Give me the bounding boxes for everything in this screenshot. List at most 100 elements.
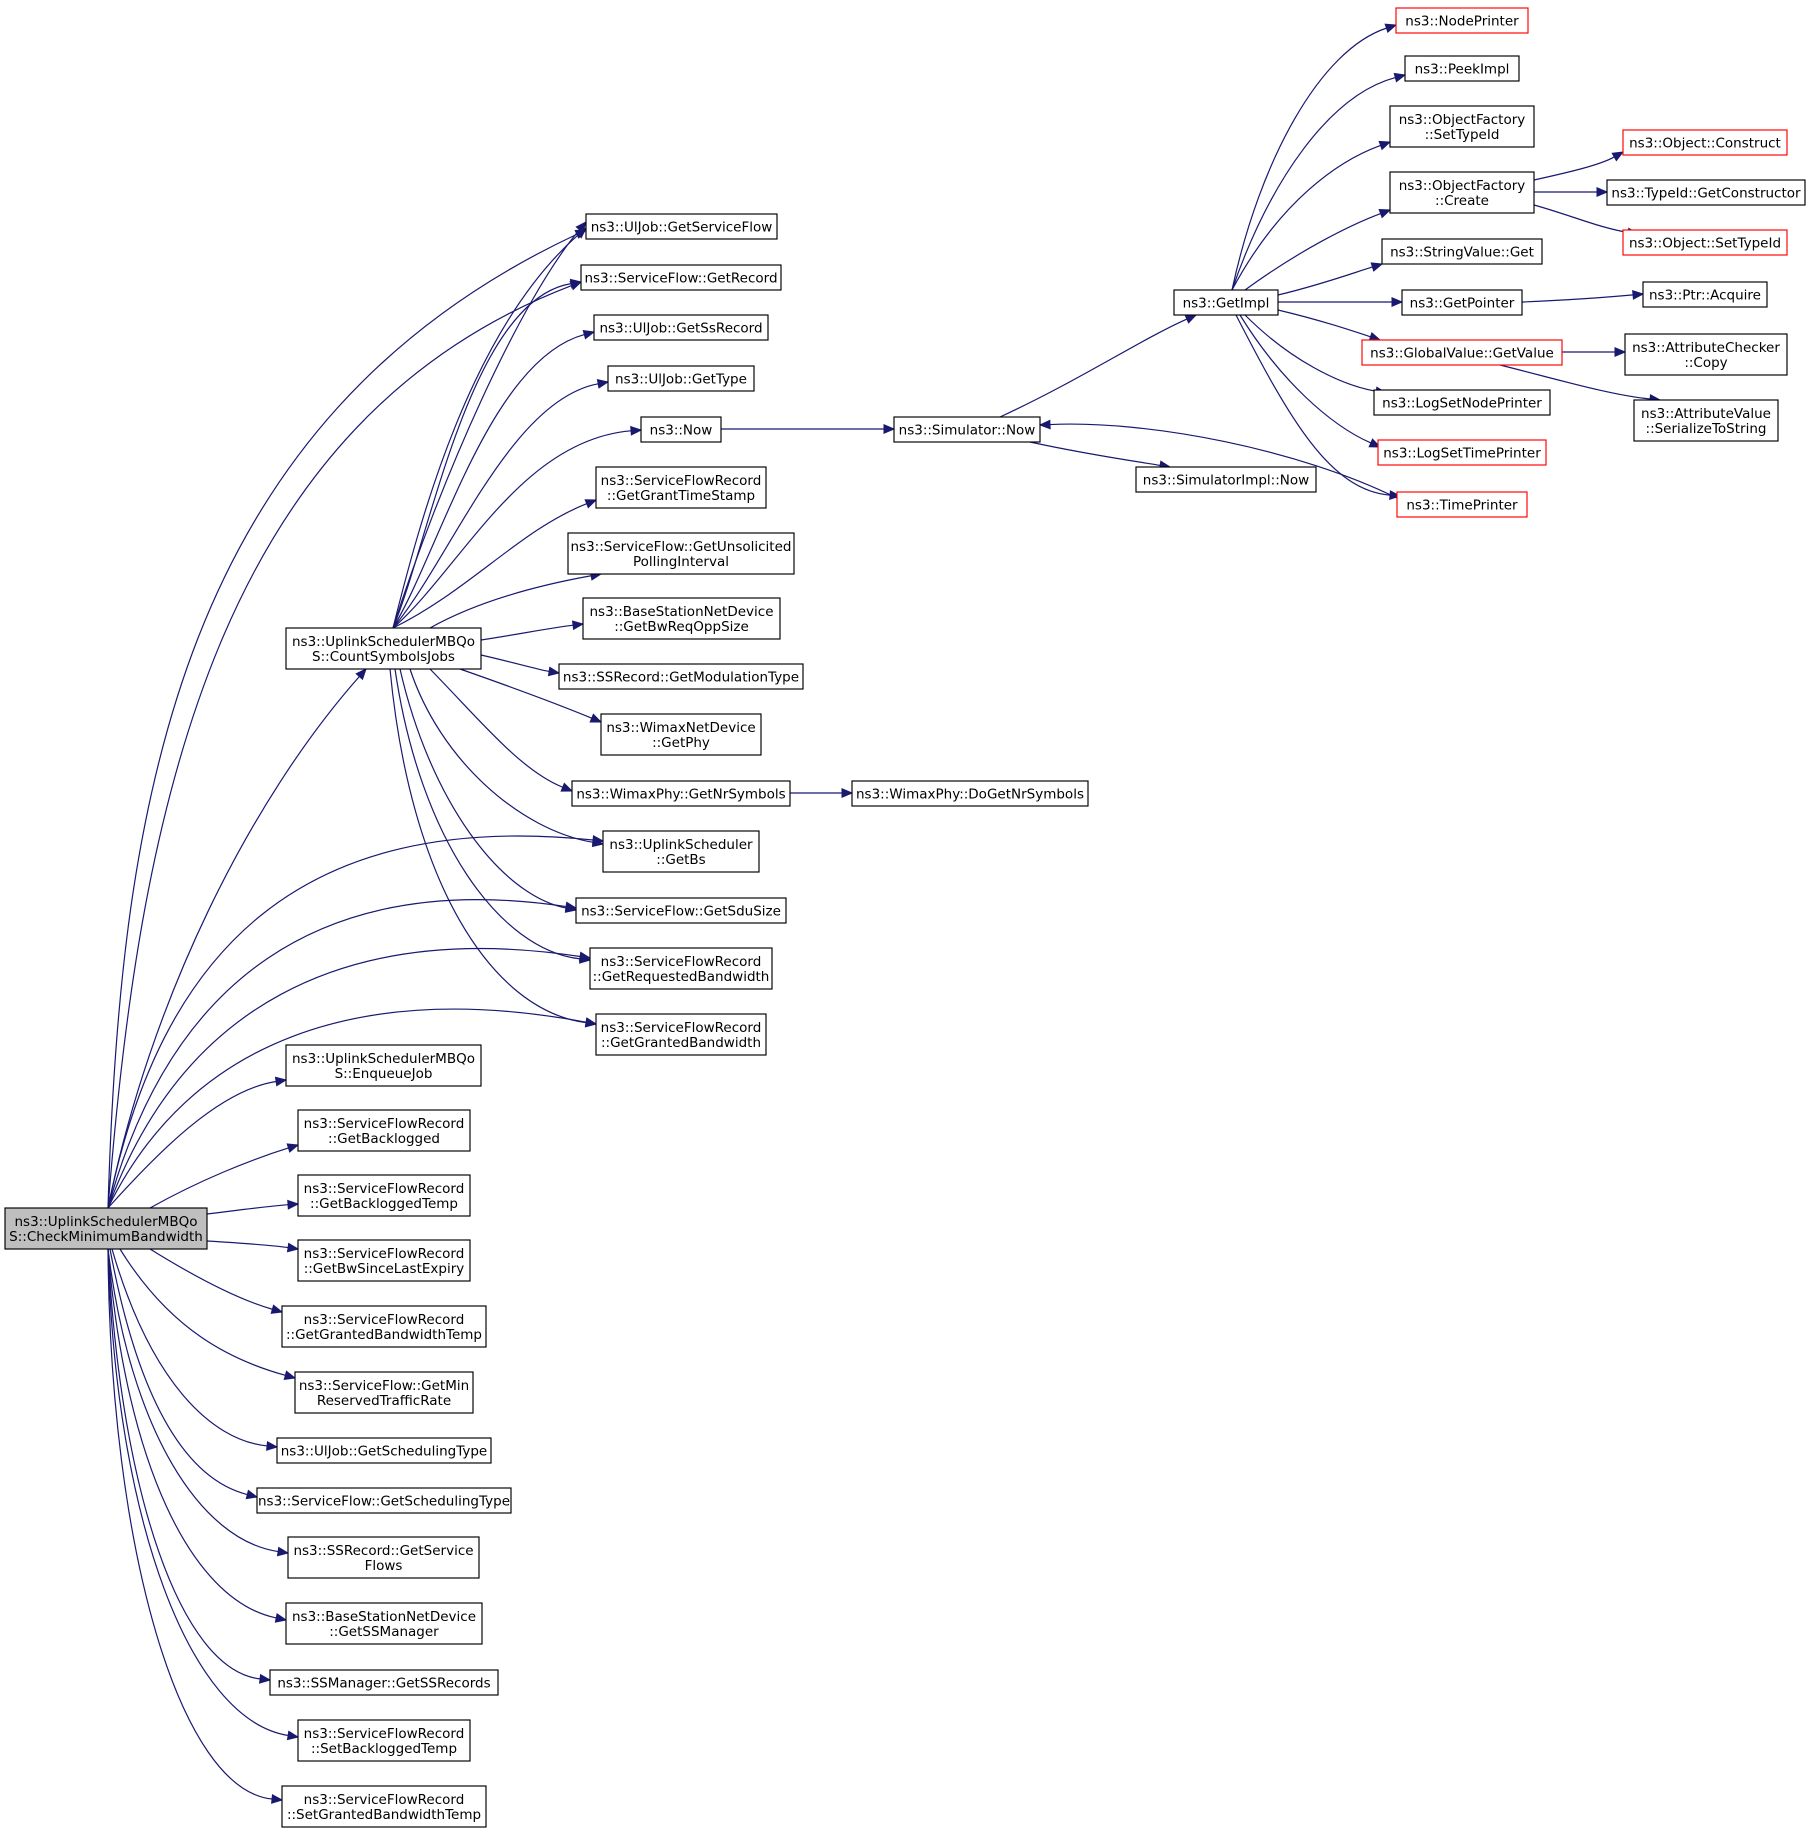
node-sfGetRecord-box[interactable] bbox=[580, 264, 782, 291]
node-ofSetTypeId-box[interactable] bbox=[1389, 105, 1535, 148]
node-ulGetSsRecord[interactable]: ns3::UlJob::GetSsRecord bbox=[593, 314, 769, 341]
node-getPointer[interactable]: ns3::GetPointer bbox=[1401, 289, 1523, 316]
node-sduSize[interactable]: ns3::ServiceFlow::GetSduSize bbox=[575, 897, 787, 924]
node-bwReqOpp-box[interactable] bbox=[582, 597, 781, 640]
node-ulGetServiceFlow-box[interactable] bbox=[585, 213, 778, 240]
node-getServiceFlows-box[interactable] bbox=[287, 1536, 480, 1579]
node-ulGetServiceFlow[interactable]: ns3::UlJob::GetServiceFlow bbox=[585, 213, 778, 240]
node-count[interactable]: ns3::UplinkSchedulerMBQoS::CountSymbolsJ… bbox=[285, 627, 482, 670]
node-getPhy-box[interactable] bbox=[600, 713, 762, 756]
node-setGrantedBwTemp-box[interactable] bbox=[281, 1785, 487, 1828]
node-count-box[interactable] bbox=[285, 627, 482, 670]
node-grantedBw[interactable]: ns3::ServiceFlowRecord::GetGrantedBandwi… bbox=[595, 1013, 767, 1056]
node-getGrantedBwTemp-box[interactable] bbox=[281, 1305, 487, 1348]
node-getImpl[interactable]: ns3::GetImpl bbox=[1173, 289, 1279, 316]
node-grantedBw-box[interactable] bbox=[595, 1013, 767, 1056]
node-nodePrinter[interactable]: ns3::NodePrinter bbox=[1395, 7, 1529, 34]
node-ulSchedType[interactable]: ns3::UlJob::GetSchedulingType bbox=[276, 1437, 492, 1464]
node-ptrAcquire[interactable]: ns3::Ptr::Acquire bbox=[1642, 281, 1768, 308]
node-timePrinter-box[interactable] bbox=[1396, 491, 1528, 518]
node-ulGetSsRecord-box[interactable] bbox=[593, 314, 769, 341]
node-ulGetType[interactable]: ns3::UlJob::GetType bbox=[607, 365, 755, 392]
node-getBs[interactable]: ns3::UplinkScheduler::GetBs bbox=[602, 830, 760, 873]
node-logTimePrinter-box[interactable] bbox=[1377, 439, 1547, 466]
node-grantTS[interactable]: ns3::ServiceFlowRecord::GetGrantTimeStam… bbox=[595, 466, 767, 509]
node-setBackloggedTemp[interactable]: ns3::ServiceFlowRecord::SetBackloggedTem… bbox=[297, 1719, 471, 1762]
node-simNow-box[interactable] bbox=[893, 416, 1041, 443]
node-objConstruct[interactable]: ns3::Object::Construct bbox=[1622, 129, 1788, 156]
node-svGet[interactable]: ns3::StringValue::Get bbox=[1381, 238, 1543, 265]
node-now-box[interactable] bbox=[640, 416, 722, 443]
node-objSetTypeId[interactable]: ns3::Object::SetTypeId bbox=[1622, 229, 1788, 256]
node-getSSRecords-box[interactable] bbox=[269, 1669, 499, 1696]
node-simImplNow[interactable]: ns3::SimulatorImpl::Now bbox=[1135, 466, 1317, 493]
node-getBs-box[interactable] bbox=[602, 830, 760, 873]
node-logTimePrinter[interactable]: ns3::LogSetTimePrinter bbox=[1377, 439, 1547, 466]
node-setGrantedBwTemp[interactable]: ns3::ServiceFlowRecord::SetGrantedBandwi… bbox=[281, 1785, 487, 1828]
node-avSerialize[interactable]: ns3::AttributeValue::SerializeToString bbox=[1633, 399, 1779, 442]
node-modType-box[interactable] bbox=[558, 663, 804, 690]
node-peekImpl[interactable]: ns3::PeekImpl bbox=[1404, 55, 1520, 82]
node-ulSchedType-box[interactable] bbox=[276, 1437, 492, 1464]
node-getBackloggedTemp-box[interactable] bbox=[297, 1174, 471, 1217]
node-sfSchedType-box[interactable] bbox=[256, 1487, 512, 1514]
node-setBackloggedTemp-box[interactable] bbox=[297, 1719, 471, 1762]
node-unsolicited-box[interactable] bbox=[567, 532, 795, 575]
node-sduSize-box[interactable] bbox=[575, 897, 787, 924]
node-doNrSymbols[interactable]: ns3::WimaxPhy::DoGetNrSymbols bbox=[851, 780, 1089, 807]
node-tidGetConstructor[interactable]: ns3::TypeId::GetConstructor bbox=[1606, 179, 1806, 206]
node-peekImpl-box[interactable] bbox=[1404, 55, 1520, 82]
node-logNodePrinter[interactable]: ns3::LogSetNodePrinter bbox=[1373, 389, 1551, 416]
node-grantTS-box[interactable] bbox=[595, 466, 767, 509]
node-doNrSymbols-box[interactable] bbox=[851, 780, 1089, 807]
node-getBacklogged[interactable]: ns3::ServiceFlowRecord::GetBacklogged bbox=[297, 1109, 471, 1152]
node-objConstruct-box[interactable] bbox=[1622, 129, 1788, 156]
node-ulGetType-box[interactable] bbox=[607, 365, 755, 392]
node-ofCreate-box[interactable] bbox=[1389, 171, 1535, 214]
node-ofSetTypeId[interactable]: ns3::ObjectFactory::SetTypeId bbox=[1389, 105, 1535, 148]
node-now[interactable]: ns3::Now bbox=[640, 416, 722, 443]
node-getMinRes[interactable]: ns3::ServiceFlow::GetMinReservedTrafficR… bbox=[294, 1371, 474, 1414]
node-logNodePrinter-box[interactable] bbox=[1373, 389, 1551, 416]
node-getSSManager-box[interactable] bbox=[285, 1602, 483, 1645]
node-ofCreate[interactable]: ns3::ObjectFactory::Create bbox=[1389, 171, 1535, 214]
node-reqBw[interactable]: ns3::ServiceFlowRecord::GetRequestedBand… bbox=[589, 947, 773, 990]
node-bwReqOpp[interactable]: ns3::BaseStationNetDevice::GetBwReqOppSi… bbox=[582, 597, 781, 640]
node-ptrAcquire-box[interactable] bbox=[1642, 281, 1768, 308]
node-gvGetValue[interactable]: ns3::GlobalValue::GetValue bbox=[1361, 339, 1563, 366]
node-getPointer-box[interactable] bbox=[1401, 289, 1523, 316]
node-nrSymbols-box[interactable] bbox=[571, 780, 791, 807]
node-simNow[interactable]: ns3::Simulator::Now bbox=[893, 416, 1041, 443]
node-tidGetConstructor-box[interactable] bbox=[1606, 179, 1806, 206]
node-check-box[interactable] bbox=[4, 1207, 208, 1250]
node-gvGetValue-box[interactable] bbox=[1361, 339, 1563, 366]
node-timePrinter[interactable]: ns3::TimePrinter bbox=[1396, 491, 1528, 518]
node-reqBw-box[interactable] bbox=[589, 947, 773, 990]
node-avSerialize-box[interactable] bbox=[1633, 399, 1779, 442]
node-getPhy[interactable]: ns3::WimaxNetDevice::GetPhy bbox=[600, 713, 762, 756]
node-simImplNow-box[interactable] bbox=[1135, 466, 1317, 493]
node-unsolicited[interactable]: ns3::ServiceFlow::GetUnsolicitedPollingI… bbox=[567, 532, 795, 575]
node-getBwSince-box[interactable] bbox=[297, 1239, 471, 1282]
node-getSSManager[interactable]: ns3::BaseStationNetDevice::GetSSManager bbox=[285, 1602, 483, 1645]
node-nodePrinter-box[interactable] bbox=[1395, 7, 1529, 34]
node-modType[interactable]: ns3::SSRecord::GetModulationType bbox=[558, 663, 804, 690]
node-acCopy[interactable]: ns3::AttributeChecker::Copy bbox=[1624, 333, 1788, 376]
node-getImpl-box[interactable] bbox=[1173, 289, 1279, 316]
node-sfGetRecord[interactable]: ns3::ServiceFlow::GetRecord bbox=[580, 264, 782, 291]
node-acCopy-box[interactable] bbox=[1624, 333, 1788, 376]
node-getBackloggedTemp[interactable]: ns3::ServiceFlowRecord::GetBackloggedTem… bbox=[297, 1174, 471, 1217]
node-getBwSince[interactable]: ns3::ServiceFlowRecord::GetBwSinceLastEx… bbox=[297, 1239, 471, 1282]
node-getSSRecords[interactable]: ns3::SSManager::GetSSRecords bbox=[269, 1669, 499, 1696]
node-getGrantedBwTemp[interactable]: ns3::ServiceFlowRecord::GetGrantedBandwi… bbox=[281, 1305, 487, 1348]
node-getBacklogged-box[interactable] bbox=[297, 1109, 471, 1152]
node-check[interactable]: ns3::UplinkSchedulerMBQoS::CheckMinimumB… bbox=[4, 1207, 208, 1250]
node-sfSchedType[interactable]: ns3::ServiceFlow::GetSchedulingType bbox=[256, 1487, 512, 1514]
node-svGet-box[interactable] bbox=[1381, 238, 1543, 265]
node-enqueue-box[interactable] bbox=[285, 1044, 482, 1087]
node-getMinRes-box[interactable] bbox=[294, 1371, 474, 1414]
node-nrSymbols[interactable]: ns3::WimaxPhy::GetNrSymbols bbox=[571, 780, 791, 807]
node-objSetTypeId-box[interactable] bbox=[1622, 229, 1788, 256]
